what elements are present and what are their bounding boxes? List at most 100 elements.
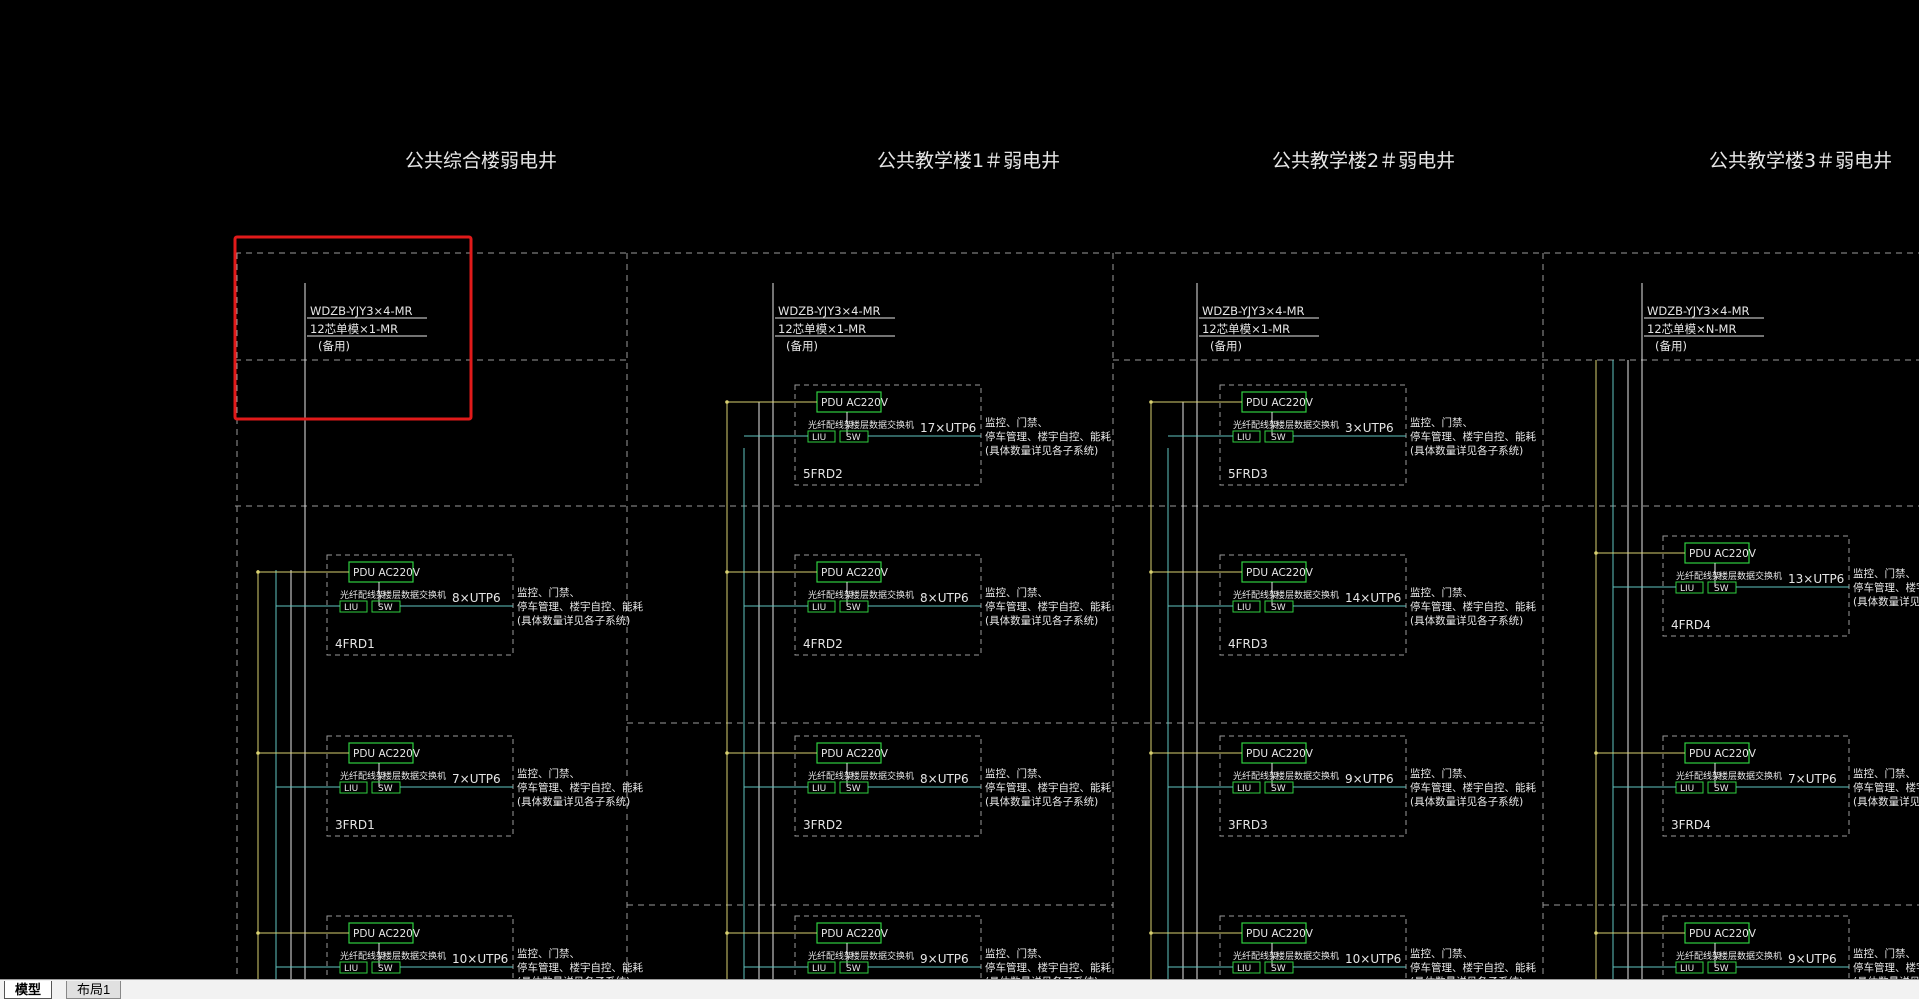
note-line-3: (具体数量详见各子系统) bbox=[517, 795, 630, 808]
utp-count: 8×UTP6 bbox=[920, 591, 969, 605]
note-line-1: 监控、门禁、 bbox=[1410, 947, 1473, 960]
note-line-2: 停车管理、楼宇自控、能耗 bbox=[517, 600, 643, 613]
cable-label: WDZB-YJY3×4-MR bbox=[778, 304, 881, 318]
sw-label: SW bbox=[846, 964, 861, 974]
switch-label: 楼层数据交换机 bbox=[851, 950, 914, 962]
note-line-2: 停车管理、楼宇自控、能耗 bbox=[1410, 961, 1536, 974]
rack-box[interactable] bbox=[794, 384, 982, 486]
rack-label: 光纤配线架 bbox=[1676, 770, 1721, 782]
tab-model[interactable]: 模型 bbox=[4, 981, 53, 999]
pdu-label: PDU AC220V bbox=[1246, 567, 1314, 579]
pdu-label: PDU AC220V bbox=[1246, 397, 1314, 409]
utp-count: 9×UTP6 bbox=[920, 952, 969, 966]
note-line-2: 停车管理、楼宇自控、能耗 bbox=[1853, 781, 1919, 794]
note-line-3: (具体数量详见各子系统) bbox=[1853, 795, 1919, 808]
rack-box[interactable] bbox=[326, 915, 514, 979]
sw-label: SW bbox=[846, 784, 861, 794]
rack-name: 5FRD3 bbox=[1228, 467, 1268, 481]
cable-label-group-2: WDZB-YJY3×4-MR 12芯单模×1-MR (备用) bbox=[775, 304, 895, 353]
rack-box[interactable] bbox=[794, 554, 982, 656]
pdu-label: PDU AC220V bbox=[821, 748, 889, 760]
layout-tab-bar: 模型 布局1 bbox=[0, 979, 1919, 999]
note-line-3: (具体数量详见各子系统) bbox=[985, 795, 1098, 808]
liu-label: LIU bbox=[1237, 603, 1251, 613]
pdu-label: PDU AC220V bbox=[1689, 928, 1757, 940]
liu-label: LIU bbox=[812, 433, 826, 443]
power-node bbox=[256, 570, 260, 574]
utp-count: 7×UTP6 bbox=[452, 772, 501, 786]
rack-box[interactable] bbox=[1662, 915, 1850, 979]
cad-drawing-canvas[interactable]: 公共综合楼弱电井 公共教学楼1＃弱电井 公共教学楼2＃弱电井 公共教学楼3＃弱电… bbox=[0, 0, 1919, 979]
note-line-3: (具体数量详见各子系统) bbox=[1410, 614, 1523, 627]
pdu-label: PDU AC220V bbox=[821, 567, 889, 579]
rack-box[interactable] bbox=[326, 735, 514, 837]
power-node bbox=[725, 931, 729, 935]
rack-label: 光纤配线架 bbox=[340, 589, 385, 601]
note-line-1: 监控、门禁、 bbox=[517, 947, 580, 960]
utp-count: 8×UTP6 bbox=[452, 591, 501, 605]
rack-box[interactable] bbox=[1219, 554, 1407, 656]
liu-label: LIU bbox=[344, 603, 358, 613]
utp-count: 14×UTP6 bbox=[1345, 591, 1401, 605]
note-line-3: (具体数量详见各子系统) bbox=[1853, 975, 1919, 979]
rack-name: 4FRD2 bbox=[803, 637, 843, 651]
rack-box[interactable] bbox=[1219, 915, 1407, 979]
sw-label: SW bbox=[1714, 784, 1729, 794]
switch-label: 楼层数据交换机 bbox=[1276, 419, 1339, 431]
rack-box[interactable] bbox=[1662, 535, 1850, 637]
power-node bbox=[725, 751, 729, 755]
rack-box[interactable] bbox=[794, 915, 982, 979]
liu-label: LIU bbox=[1237, 433, 1251, 443]
note-line-1: 监控、门禁、 bbox=[985, 586, 1048, 599]
utp-count: 10×UTP6 bbox=[452, 952, 508, 966]
sw-label: SW bbox=[1271, 964, 1286, 974]
note-line-1: 监控、门禁、 bbox=[1410, 416, 1473, 429]
note-line-3: (具体数量详见各子系统) bbox=[1853, 595, 1919, 608]
rack-box[interactable] bbox=[1219, 384, 1407, 486]
utp-count: 10×UTP6 bbox=[1345, 952, 1401, 966]
switch-label: 楼层数据交换机 bbox=[1719, 570, 1782, 582]
liu-label: LIU bbox=[1680, 784, 1694, 794]
note-line-2: 停车管理、楼宇自控、能耗 bbox=[1853, 961, 1919, 974]
pdu-label: PDU AC220V bbox=[1246, 748, 1314, 760]
cable-label: WDZB-YJY3×4-MR bbox=[1647, 304, 1750, 318]
note-line-1: 监控、门禁、 bbox=[1853, 947, 1916, 960]
note-line-1: 监控、门禁、 bbox=[985, 947, 1048, 960]
sw-label: SW bbox=[1714, 964, 1729, 974]
switch-label: 楼层数据交换机 bbox=[851, 770, 914, 782]
rack-box[interactable] bbox=[1662, 735, 1850, 837]
sw-label: SW bbox=[1714, 584, 1729, 594]
power-node bbox=[725, 400, 729, 404]
trunk-lines bbox=[257, 283, 1643, 979]
note-line-2: 停车管理、楼宇自控、能耗 bbox=[1853, 581, 1919, 594]
switch-label: 楼层数据交换机 bbox=[383, 589, 446, 601]
note-line-2: 停车管理、楼宇自控、能耗 bbox=[985, 430, 1111, 443]
note-line-1: 监控、门禁、 bbox=[1853, 767, 1916, 780]
rack-box[interactable] bbox=[1219, 735, 1407, 837]
rack-box[interactable] bbox=[794, 735, 982, 837]
selection-rectangle[interactable] bbox=[233, 235, 473, 421]
rack-box[interactable] bbox=[326, 554, 514, 656]
note-line-3: (具体数量详见各子系统) bbox=[985, 614, 1098, 627]
rack-name: 3FRD2 bbox=[803, 818, 843, 832]
sw-label: SW bbox=[1271, 433, 1286, 443]
spare-label: (备用) bbox=[1210, 339, 1242, 353]
tab-layout1[interactable]: 布局1 bbox=[66, 981, 122, 999]
note-line-2: 停车管理、楼宇自控、能耗 bbox=[1410, 781, 1536, 794]
spare-label: (备用) bbox=[318, 339, 350, 353]
note-line-2: 停车管理、楼宇自控、能耗 bbox=[1410, 600, 1536, 613]
pdu-label: PDU AC220V bbox=[1246, 928, 1314, 940]
rack-label: 光纤配线架 bbox=[808, 419, 853, 431]
switch-label: 楼层数据交换机 bbox=[851, 419, 914, 431]
rack-label: 光纤配线架 bbox=[1233, 770, 1278, 782]
switch-label: 楼层数据交换机 bbox=[383, 950, 446, 962]
cable-label-group-3: WDZB-YJY3×4-MR 12芯单模×1-MR (备用) bbox=[1199, 304, 1319, 353]
liu-label: LIU bbox=[812, 964, 826, 974]
pdu-label: PDU AC220V bbox=[1689, 548, 1757, 560]
power-node bbox=[256, 751, 260, 755]
shaft-title: 公共教学楼2＃弱电井 bbox=[1272, 150, 1455, 172]
fiber-label: 12芯单模×1-MR bbox=[1202, 322, 1290, 336]
liu-label: LIU bbox=[1237, 964, 1251, 974]
cable-label-group-1: WDZB-YJY3×4-MR 12芯单模×1-MR (备用) bbox=[307, 304, 427, 353]
